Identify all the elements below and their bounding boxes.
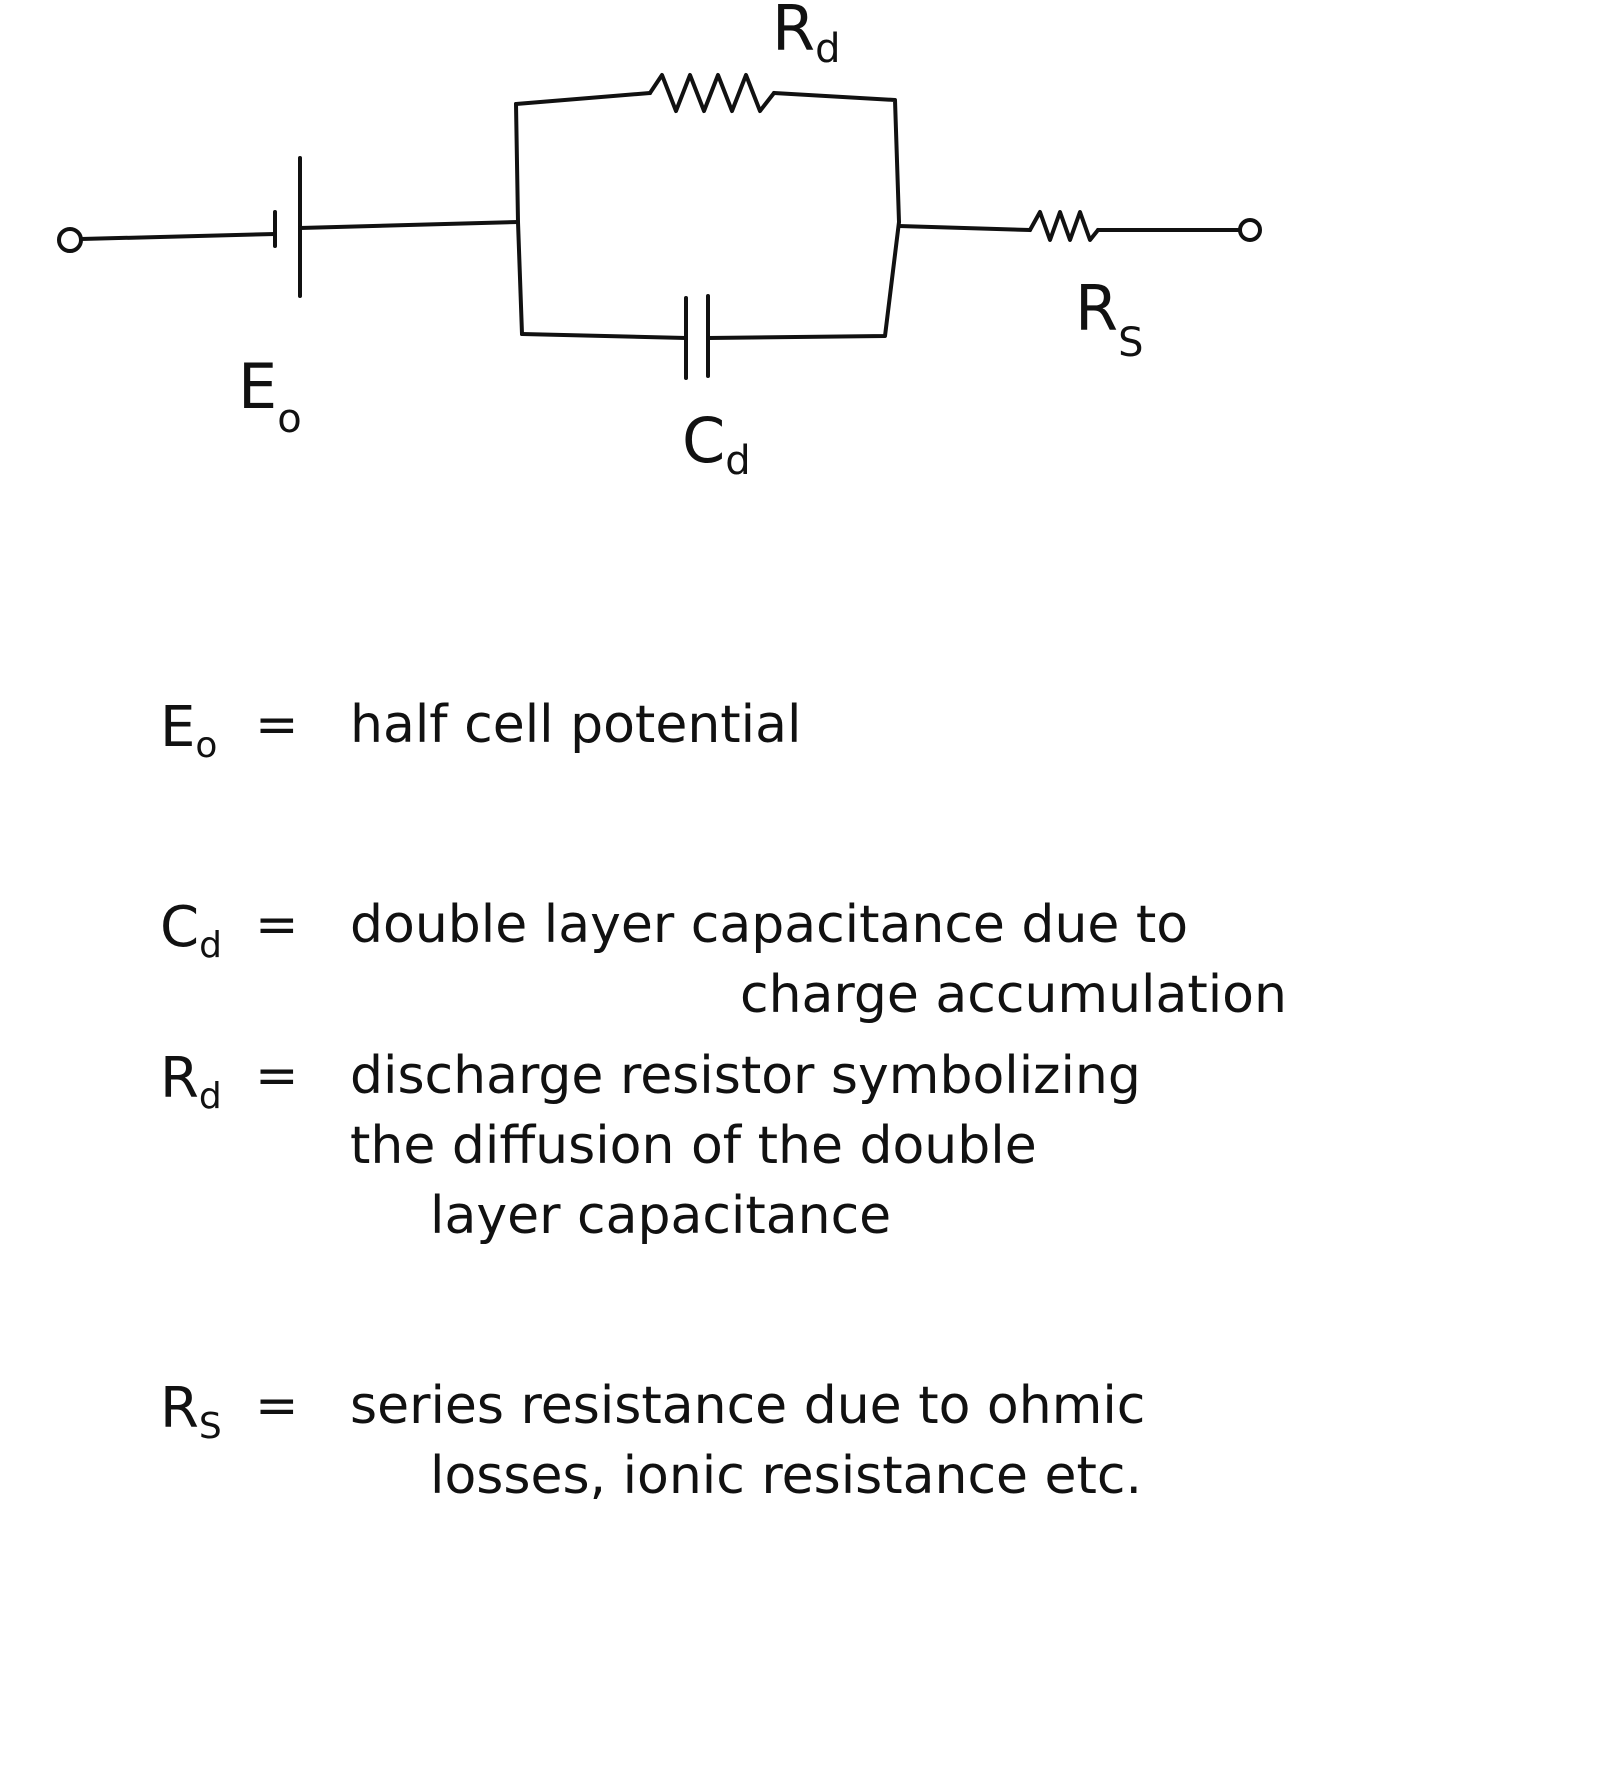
definition-text: discharge resistor symbolizing (350, 1045, 1141, 1106)
resistor-rs-symbol (1028, 210, 1100, 242)
definition-rs: RS = series resistance due to ohmic loss… (160, 1371, 1460, 1511)
definition-text: series resistance due to ohmic (350, 1376, 1146, 1437)
definitions-list: Eo = half cell potential Cd = double lay… (160, 690, 1460, 1572)
wire-block-to-rs (897, 224, 1032, 232)
definition-symbol: Eo (160, 695, 218, 766)
definition-cd: Cd = double layer capacitance due to cha… (160, 890, 1460, 1030)
left-terminal (57, 227, 83, 253)
wire-top-right (772, 91, 901, 224)
label-cd: Cd (682, 404, 751, 484)
definition-text: losses, ionic resistance etc. (430, 1446, 1143, 1507)
label-rs: RS (1075, 272, 1143, 366)
definition-text: half cell potential (350, 695, 802, 755)
equals-sign: = (255, 1045, 299, 1106)
definition-symbol: Cd (160, 895, 222, 966)
equals-sign: = (255, 895, 299, 956)
wire-block-left (514, 102, 524, 336)
definition-text: charge accumulation (740, 965, 1287, 1026)
equivalent-circuit-diagram: Rd RS Eo Cd (57, 0, 1262, 484)
definition-symbol: RS (160, 1376, 222, 1447)
label-rd: Rd (772, 0, 840, 72)
wire-left (79, 232, 277, 241)
label-eo: Eo (238, 350, 302, 442)
capacitor-cd-symbol (684, 294, 710, 380)
definition-text: the diffusion of the double (350, 1115, 1037, 1176)
wire-bottom-right (706, 220, 901, 340)
resistor-rd-symbol (648, 73, 776, 113)
wire-bottom-left (520, 332, 688, 340)
battery-eo-symbol (273, 156, 302, 298)
definition-text: double layer capacitance due to (350, 895, 1189, 956)
equals-sign: = (255, 1376, 299, 1437)
equals-sign: = (255, 695, 299, 755)
definition-text: layer capacitance (430, 1185, 892, 1246)
right-terminal (1238, 218, 1262, 242)
definition-symbol: Rd (160, 1045, 222, 1117)
wire-top-left (514, 91, 652, 106)
definition-eo: Eo = half cell potential (160, 690, 1460, 766)
definition-rd: Rd = discharge resistor symbolizing the … (160, 1041, 1460, 1252)
wire-battery-to-block (298, 220, 520, 230)
